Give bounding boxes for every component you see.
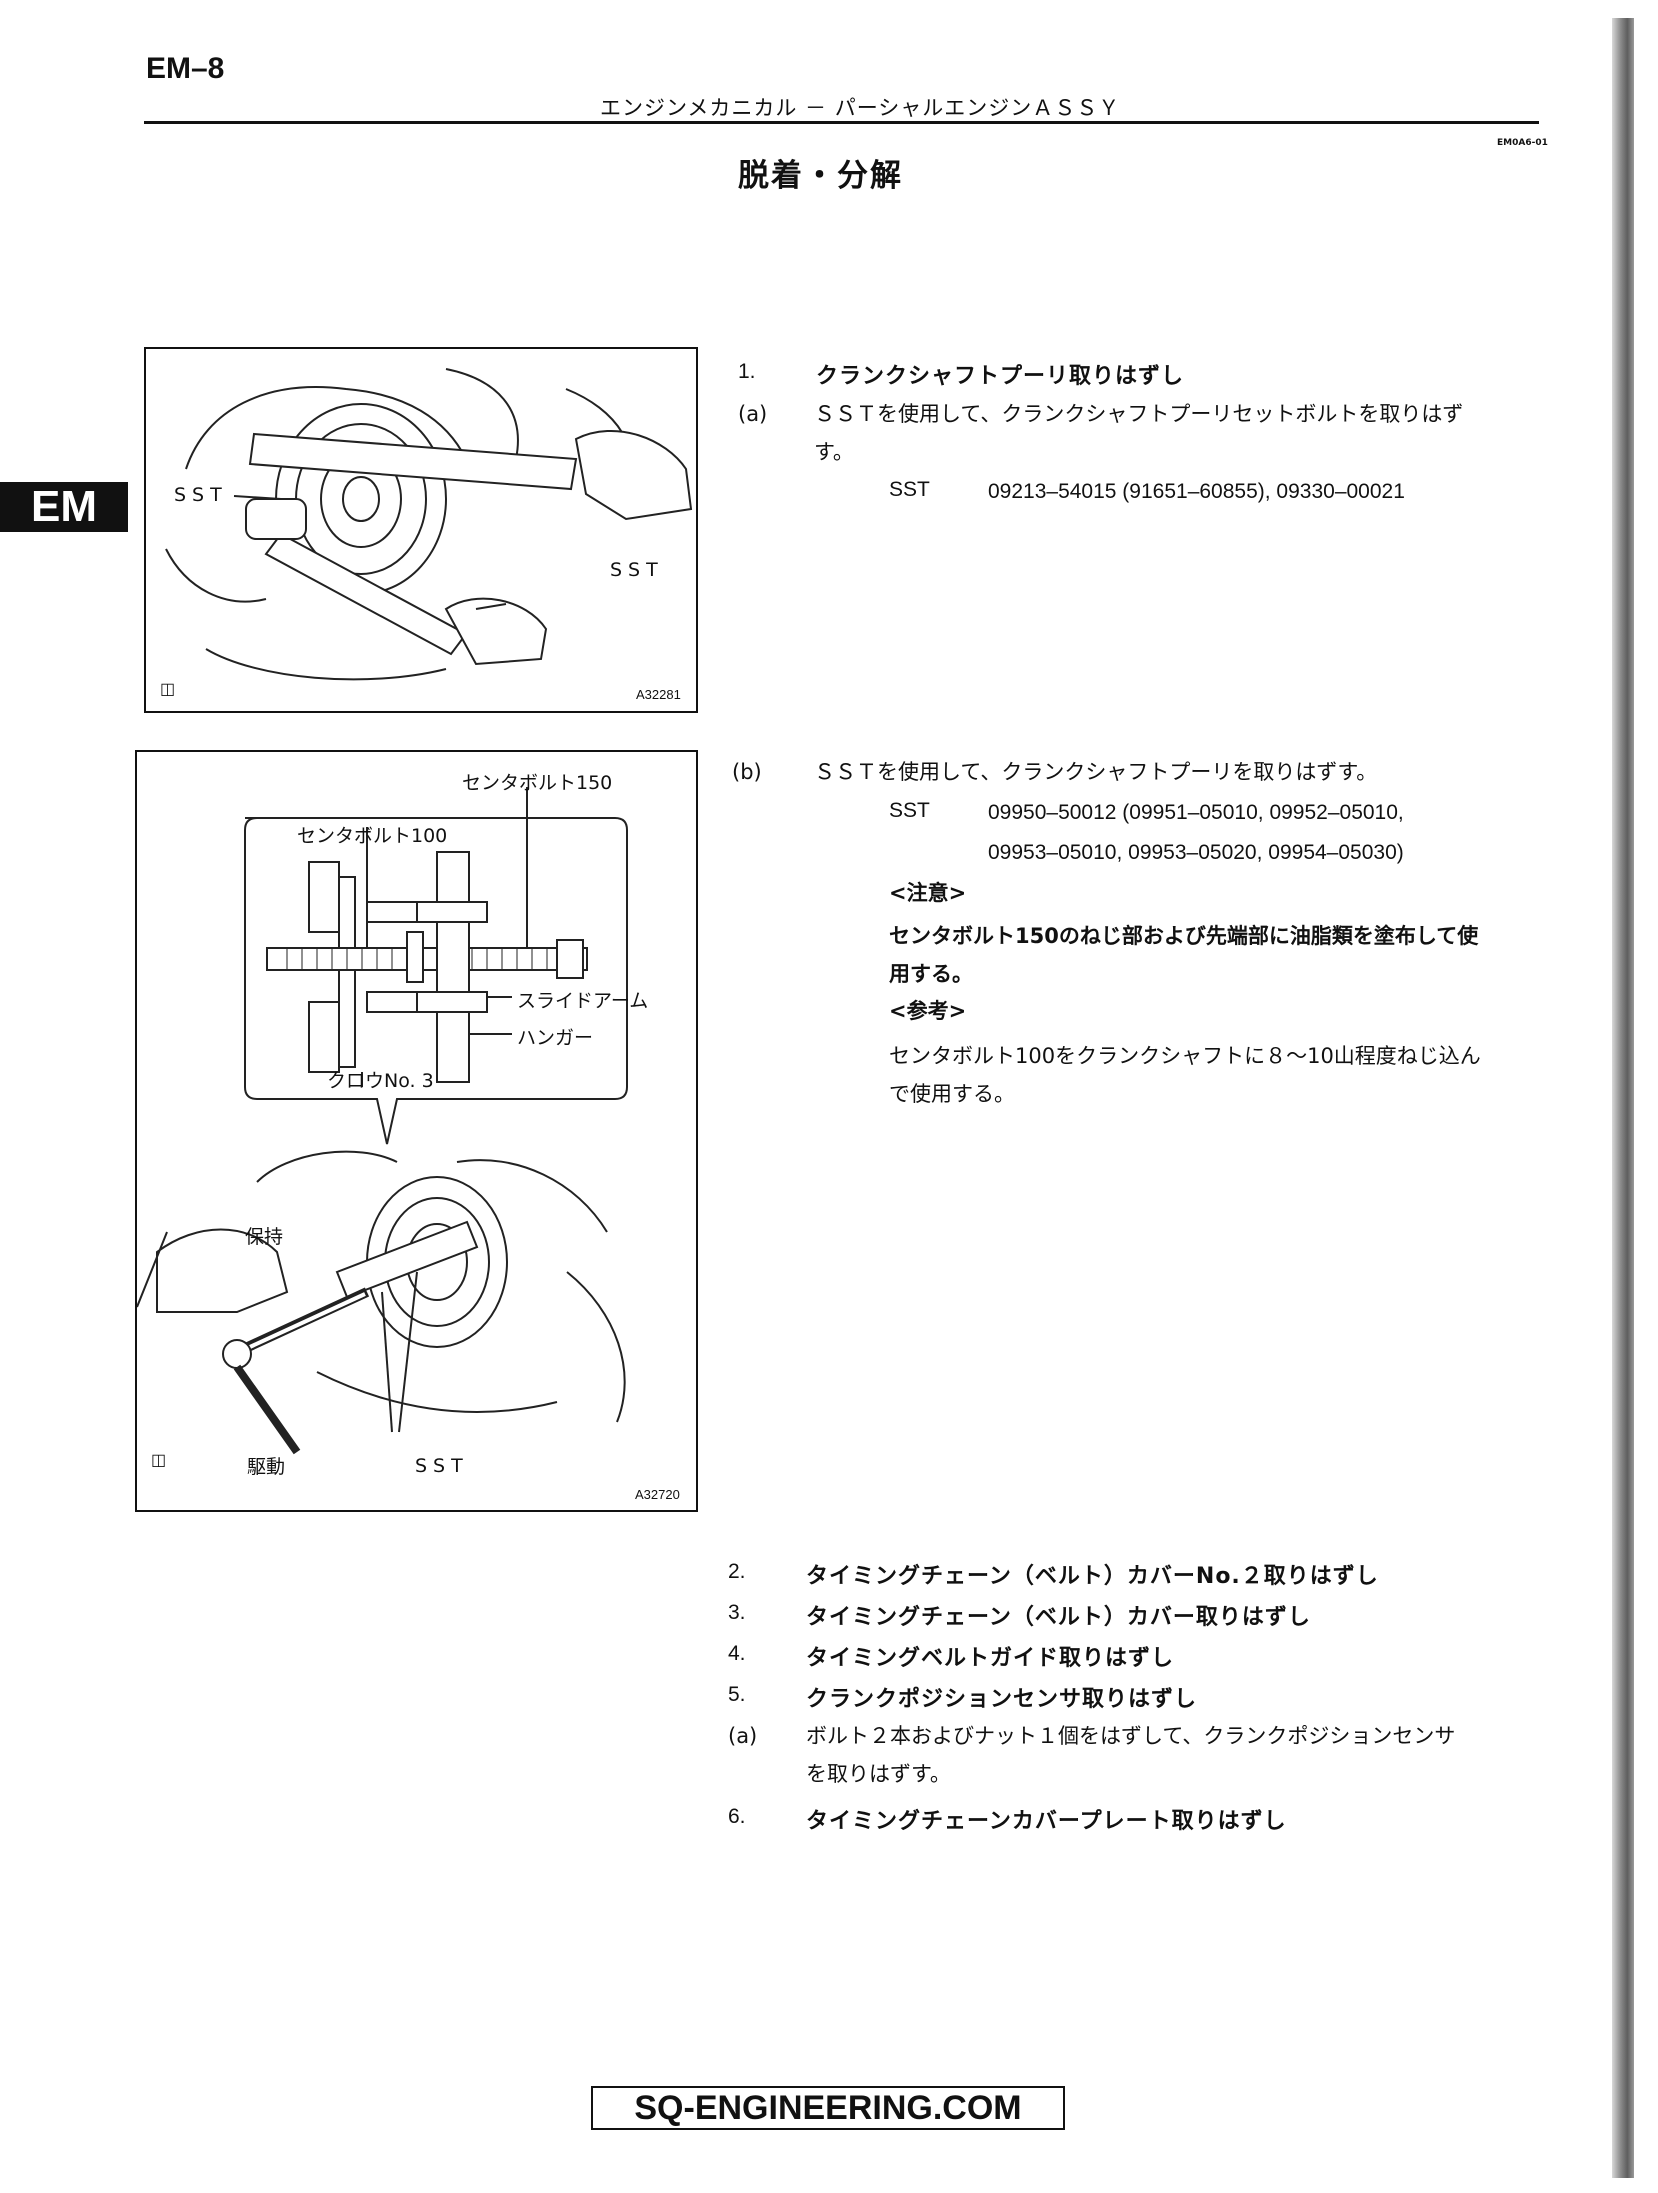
figure-crank-pulley-bolt: SST SST ◫ A32281 (144, 347, 698, 713)
figure2-slide-arm-label: スライドアーム (517, 990, 649, 1012)
step1a-sst-numbers: 09213–54015 (91651–60855), 09330–00021 (988, 480, 1405, 503)
step1a-text-line2: す。 (814, 440, 854, 464)
figure2-hanger-label: ハンガー (517, 1027, 594, 1049)
step1b-sst-line1: 09950–50012 (09951–05010, 09952–05010, (988, 801, 1404, 824)
caution-line2: 用する。 (889, 962, 973, 986)
figure2-center-bolt-150-label: センタボルト150 (462, 772, 613, 794)
figure1-sst-right-label: SST (610, 559, 664, 581)
section-tab: EM (0, 482, 128, 532)
reference-line1: センタボルト100をクランクシャフトに８～10山程度ねじ込ん (889, 1044, 1481, 1068)
figure2-logo-icon: ◫ (151, 1452, 167, 1469)
step1b-sst-line2: 09953–05010, 09953–05020, 09954–05030) (988, 841, 1404, 864)
figure2-claw-label: クロウNo. 3 (327, 1070, 434, 1092)
step5-title: クランクポジションセンサ取りはずし (806, 1687, 1198, 1712)
step1b-marker: (b) (732, 760, 762, 784)
figure1-logo-icon: ◫ (160, 681, 176, 698)
step2-number: 2. (728, 1560, 746, 1583)
caution-heading: <注意> (889, 881, 967, 905)
figure2-id: A32720 (635, 1487, 680, 1502)
page-number: EM–8 (146, 52, 225, 85)
section-title: 脱着・分解 (738, 158, 903, 194)
step1a-text-line1: ＳＳＴを使用して、クランクシャフトプーリセットボルトを取りはず (814, 402, 1464, 426)
step4-title: タイミングベルトガイド取りはずし (806, 1646, 1175, 1671)
step6-title: タイミングチェーンカバープレート取りはずし (806, 1809, 1287, 1834)
step1a-marker: (a) (738, 402, 768, 426)
reference-heading: <参考> (889, 999, 967, 1023)
step1-number: 1. (738, 360, 756, 383)
reference-line2: で使用する。 (889, 1082, 1015, 1106)
step2-title: タイミングチェーン（ベルト）カバーNo.２取りはずし (806, 1564, 1379, 1589)
step5-number: 5. (728, 1683, 746, 1706)
figure2-sst-label: SST (415, 1455, 469, 1477)
step1b-sst-label: SST (889, 799, 930, 822)
figure1-illustration (165, 368, 693, 681)
doc-id: EM0A6-01 (1497, 138, 1548, 148)
figure-crank-pulley-removal: センタボルト150 センタボルト100 スライドアーム ハンガー クロウNo. … (135, 750, 698, 1512)
step5a-text-line1: ボルト２本およびナット１個をはずして、クランクポジションセンサ (806, 1724, 1456, 1748)
figure1-id: A32281 (636, 687, 681, 702)
step5a-text-line2: を取りはずす。 (806, 1762, 951, 1786)
step5a-marker: (a) (728, 1724, 758, 1748)
step3-title: タイミングチェーン（ベルト）カバー取りはずし (806, 1605, 1311, 1630)
scan-page-edge (1612, 18, 1634, 2178)
header-rule (144, 121, 1539, 124)
step1a-sst-label: SST (889, 478, 930, 501)
figure2-illustration (137, 787, 628, 1455)
figure2-drive-label: 駆動 (247, 1456, 286, 1478)
caution-line1: センタボルト150のねじ部および先端部に油脂類を塗布して使 (889, 924, 1479, 948)
step6-number: 6. (728, 1805, 746, 1828)
step3-number: 3. (728, 1601, 746, 1624)
figure2-center-bolt-100-label: センタボルト100 (297, 825, 448, 847)
figure1-sst-left-label: SST (174, 484, 228, 506)
footer-watermark: SQ-ENGINEERING.COM (591, 2086, 1065, 2130)
step1-title: クランクシャフトプーリ取りはずし (816, 364, 1185, 389)
running-title: エンジンメカニカル － パーシャルエンジンＡＳＳＹ (600, 96, 1121, 120)
step1b-text: ＳＳＴを使用して、クランクシャフトプーリを取りはずす。 (814, 760, 1378, 784)
figure2-hold-label: 保持 (245, 1226, 284, 1248)
step4-number: 4. (728, 1642, 746, 1665)
